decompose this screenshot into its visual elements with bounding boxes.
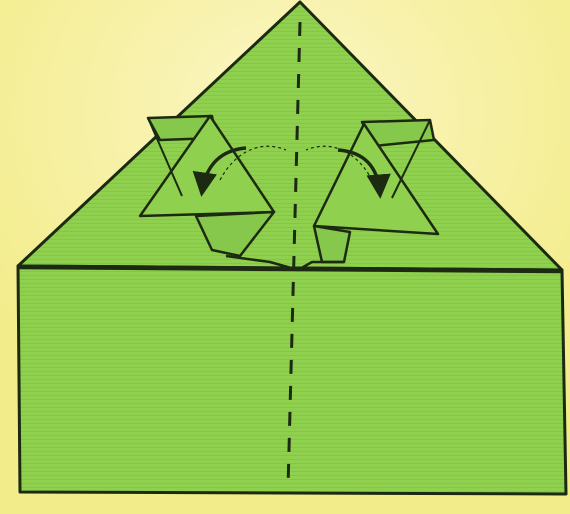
- paper-body-rectangle: [18, 266, 566, 494]
- diagram-caption: [0, 490, 570, 514]
